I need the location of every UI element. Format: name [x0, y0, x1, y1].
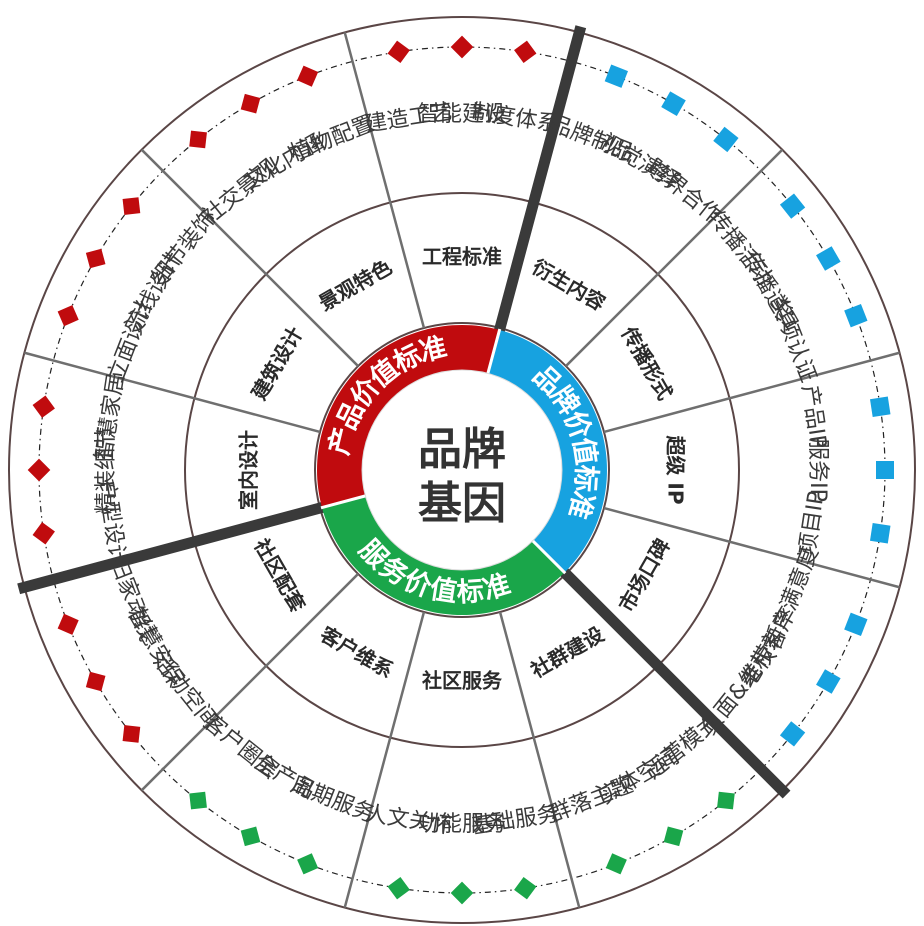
marker-diamond [57, 305, 79, 327]
sector-divider [498, 611, 581, 908]
category-label: 工程标准 [422, 245, 502, 269]
marker-diamond [387, 877, 410, 900]
major-divider [17, 488, 375, 595]
sector-divider [343, 32, 426, 329]
category-label: 社区服务 [421, 669, 503, 693]
core-segment-service [321, 495, 565, 615]
marker-diamond [514, 40, 537, 63]
marker-square [604, 64, 629, 88]
marker-diamond [297, 65, 319, 87]
item-label: 智能建设 [418, 102, 506, 127]
marker-diamond [240, 826, 261, 847]
major-divider [480, 25, 587, 383]
marker-diamond [297, 853, 319, 875]
marker-diamond [387, 40, 410, 63]
item-label: 功能服务 [418, 812, 506, 837]
sector-divider [603, 351, 900, 434]
sector-divider [140, 148, 359, 367]
marker-diamond [85, 671, 106, 692]
sector-divider [140, 573, 359, 792]
core-segment-product [317, 325, 500, 508]
center-disc [361, 369, 563, 571]
marker-diamond [32, 395, 55, 418]
center-title-line1: 品牌 [418, 424, 506, 475]
major-divider [523, 531, 791, 799]
sector-divider [565, 148, 784, 367]
marker-diamond [717, 791, 735, 810]
marker-square [844, 612, 868, 637]
marker-square [779, 721, 806, 747]
category-label: 超级 IP [664, 434, 688, 504]
sector-divider [603, 506, 900, 589]
marker-square [844, 303, 868, 328]
middle-ring [184, 192, 740, 748]
marker-diamond [240, 93, 261, 114]
marker-diamond [122, 725, 141, 743]
marker-square [869, 396, 891, 417]
core-segment-brand [487, 329, 607, 573]
marker-diamond [85, 248, 106, 269]
core-gap [530, 538, 567, 575]
core-gap [486, 328, 502, 375]
marker-square [816, 669, 841, 694]
item-label: 服务IP [805, 438, 830, 502]
category-label: 室内设计 [237, 430, 261, 510]
marker-diamond [605, 853, 627, 875]
marker-square [661, 91, 686, 116]
marker-diamond [57, 613, 79, 635]
sector-divider [343, 611, 426, 908]
marker-diamond [663, 826, 684, 847]
marker-diamond [189, 791, 207, 810]
marker-diamond [32, 522, 55, 545]
marker-diamond [122, 197, 141, 215]
marker-square [876, 461, 894, 479]
marker-diamond [450, 881, 474, 905]
marker-diamond [514, 877, 537, 900]
marker-square [713, 126, 739, 153]
center-title-line2: 基因 [418, 478, 506, 529]
marker-square [816, 246, 841, 271]
marker-square [869, 523, 891, 544]
marker-diamond [189, 130, 207, 149]
marker-square [779, 193, 806, 219]
sector-divider [24, 351, 321, 434]
core-gap [320, 494, 367, 510]
item-label: 精装细节 [94, 426, 119, 514]
